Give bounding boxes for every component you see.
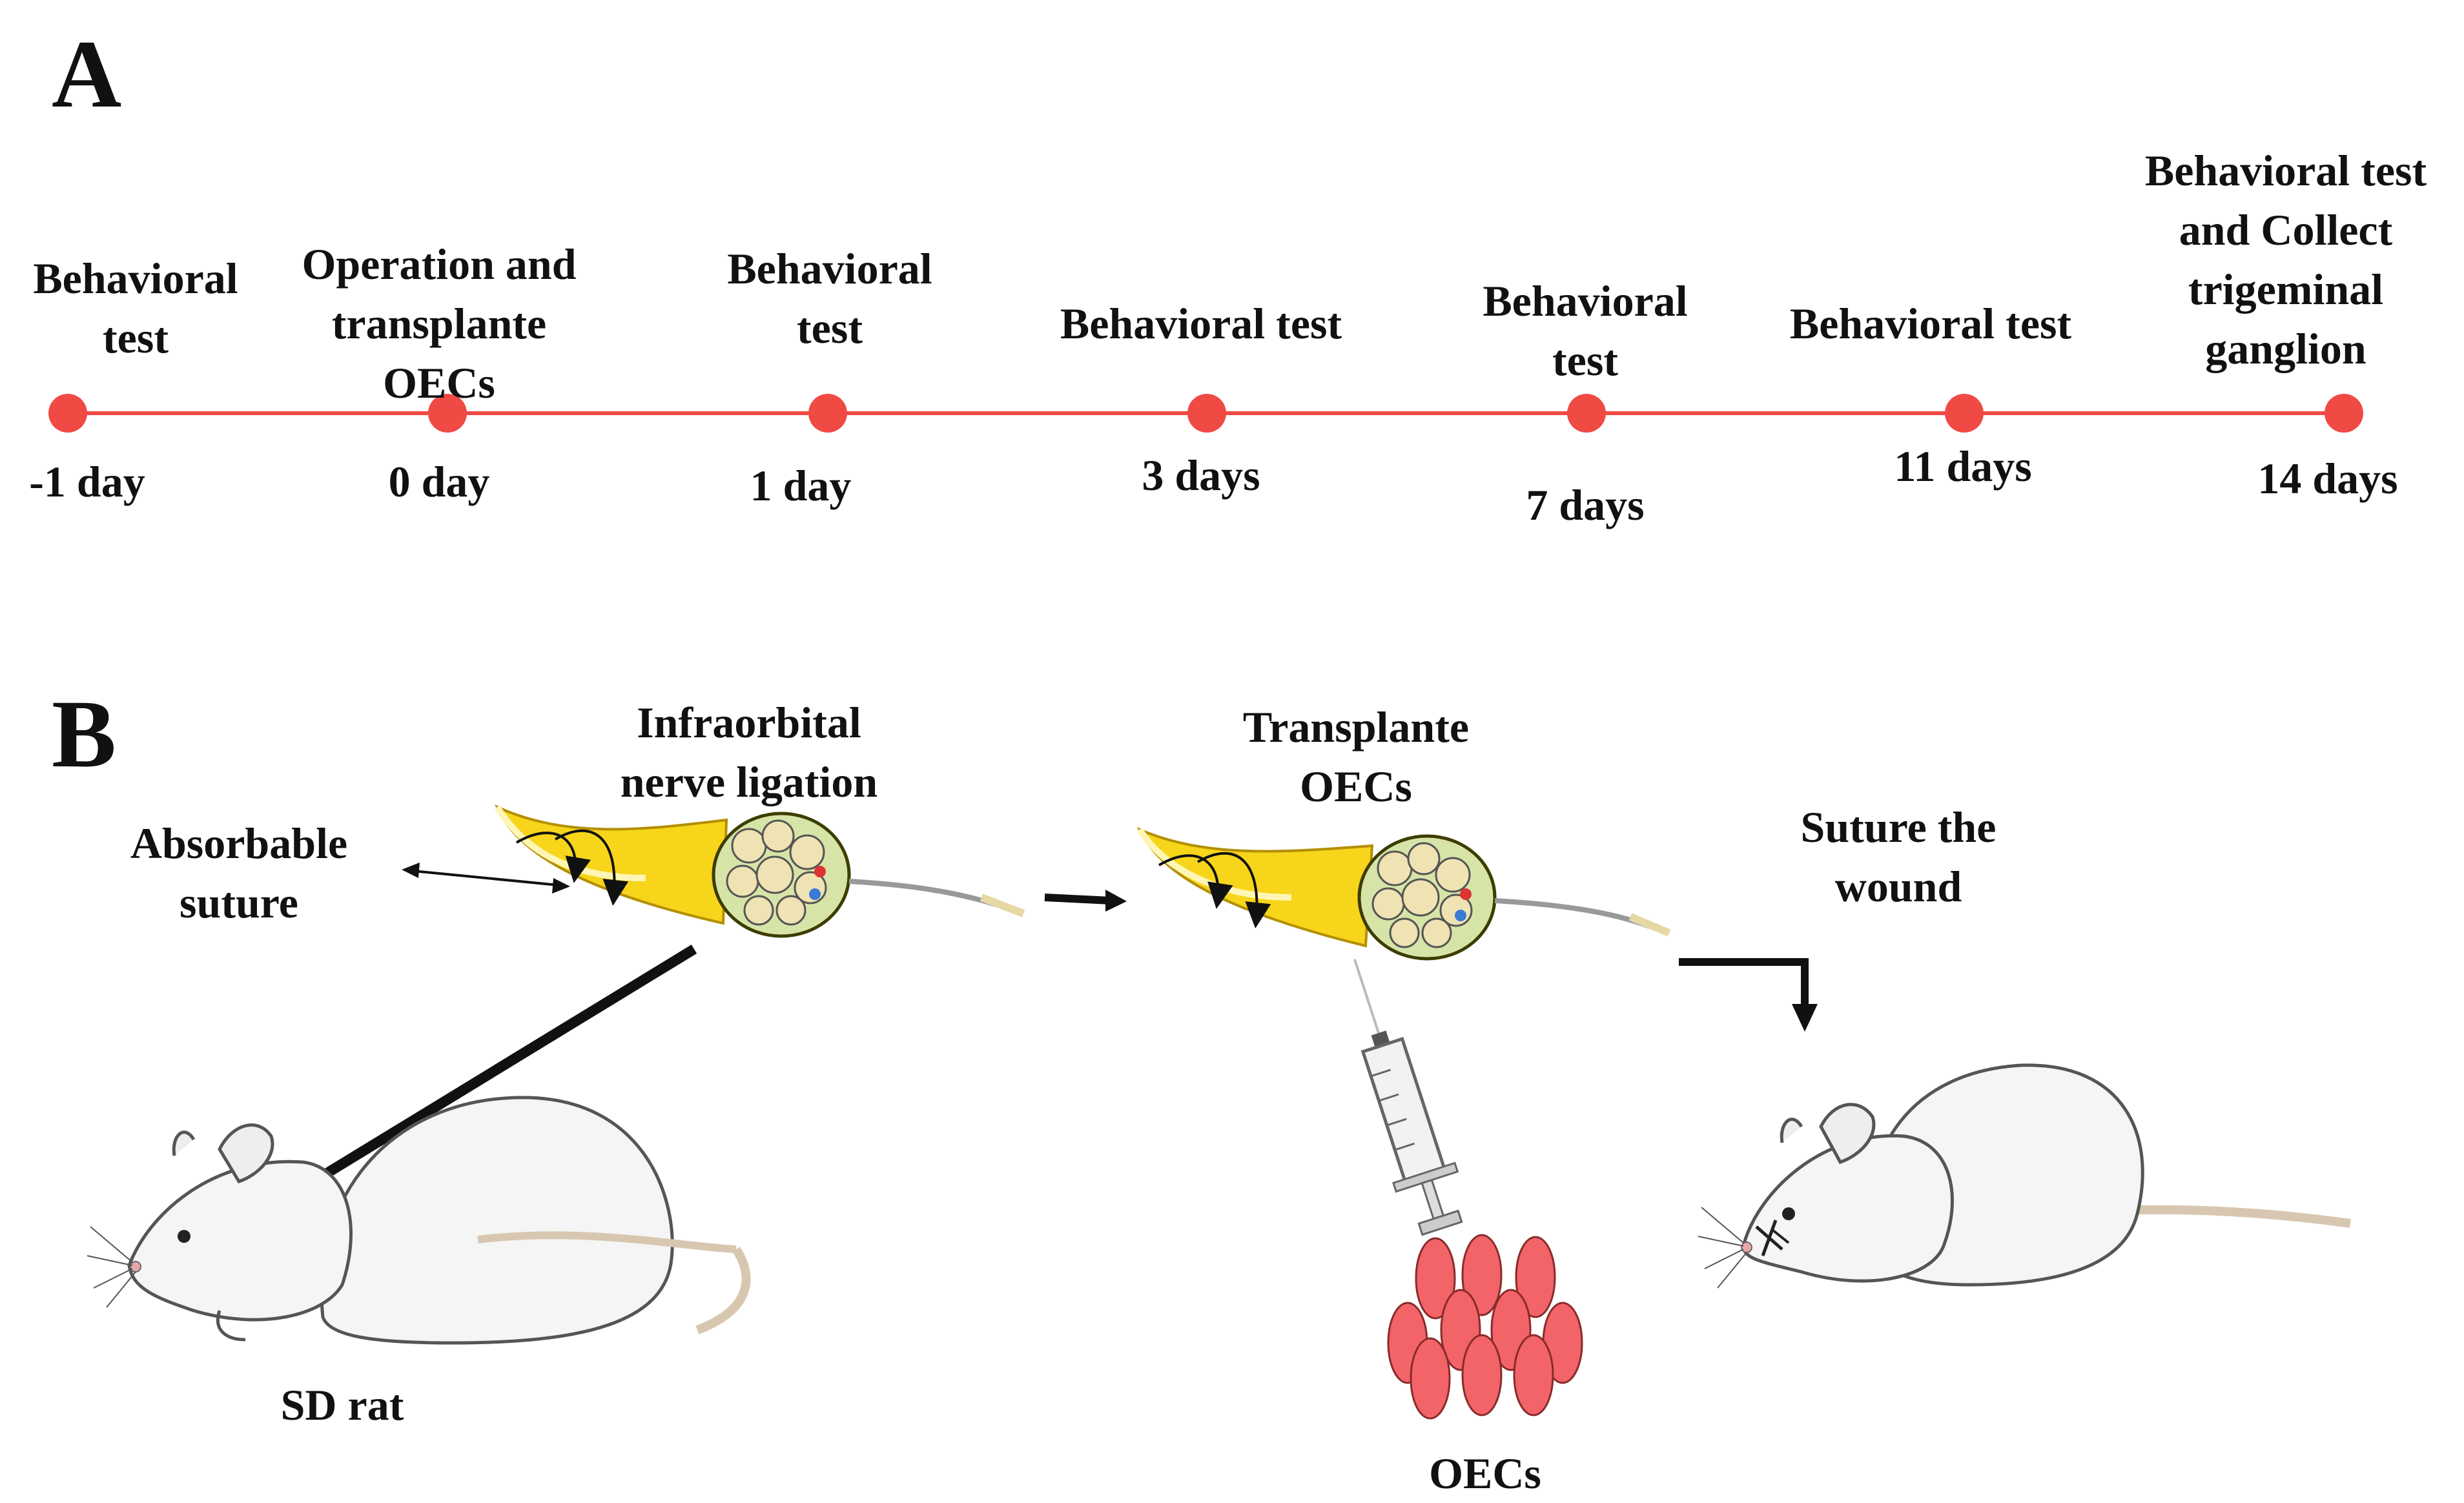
event-title-11: Behavioral test bbox=[1789, 299, 2072, 348]
timeline-dot bbox=[1945, 394, 1984, 433]
oecs-label: OECs bbox=[1429, 1449, 1541, 1498]
nerve-illustration-2 bbox=[1136, 827, 1671, 961]
oecs-cells bbox=[1387, 1234, 1583, 1420]
syringe-icon bbox=[1353, 959, 1463, 1236]
timeline-dot bbox=[428, 394, 467, 433]
nerve-illustration-1 bbox=[494, 804, 1025, 938]
rat-illustration-left bbox=[87, 1096, 751, 1345]
day-label: 1 day bbox=[750, 461, 852, 510]
sd-rat-label: SD rat bbox=[280, 1380, 404, 1429]
event-title-3: Behavioral test bbox=[1060, 299, 1342, 348]
timeline-dot bbox=[1567, 394, 1606, 433]
step-arrow-2 bbox=[1679, 958, 1818, 1032]
timeline-dot bbox=[808, 394, 847, 433]
day-label: 3 days bbox=[1142, 451, 1260, 500]
day-label: 11 days bbox=[1894, 442, 2032, 491]
day-label: -1 day bbox=[29, 457, 145, 506]
day-label: 14 days bbox=[2257, 454, 2398, 503]
panel-b-label: B bbox=[52, 680, 117, 788]
panel-a-label: A bbox=[52, 21, 122, 128]
timeline-dot bbox=[48, 394, 87, 433]
timeline-dot bbox=[1187, 394, 1226, 433]
day-label: 0 day bbox=[388, 457, 490, 506]
suture-double-arrow bbox=[402, 863, 570, 894]
rat-illustration-right bbox=[1698, 1063, 2351, 1289]
step-arrow-1 bbox=[1044, 890, 1127, 912]
day-label: 7 days bbox=[1526, 480, 1645, 529]
timeline-dot bbox=[2325, 394, 2363, 433]
